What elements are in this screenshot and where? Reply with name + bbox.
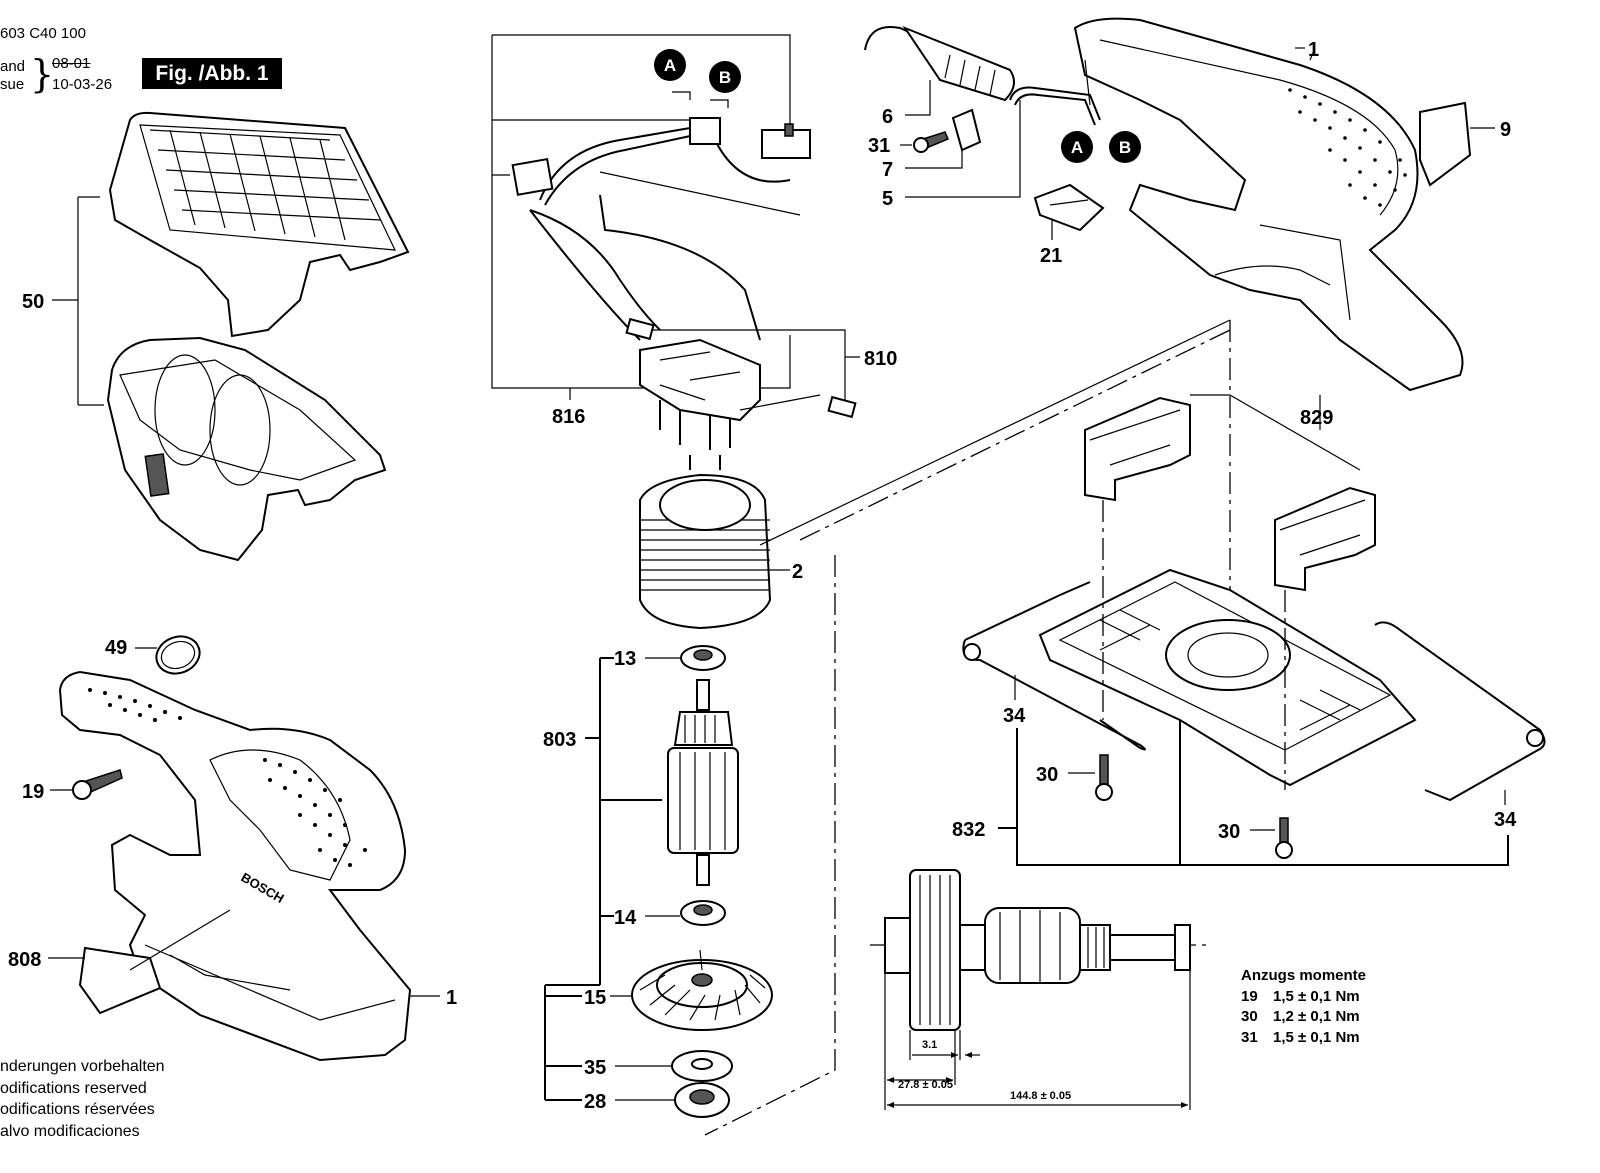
switch-21: [1033, 183, 1105, 240]
part-label-15: 15: [584, 987, 606, 1009]
base-plate: [1038, 568, 1417, 787]
part-label-35: 35: [584, 1057, 606, 1079]
part-label-2: 2: [792, 561, 803, 583]
note-line: odifications reserved: [0, 1079, 147, 1097]
bearing-13: [645, 645, 726, 671]
brace-icon: }: [30, 52, 55, 96]
note-line: alvo modificaciones: [0, 1122, 140, 1140]
cable-clamp-5: [905, 59, 1101, 198]
svg-text:B: B: [719, 68, 731, 87]
label-808: [48, 909, 231, 1015]
leaders-829: [1102, 394, 1361, 790]
strain-relief-7: [905, 108, 982, 169]
part-label-9: 9: [1500, 119, 1511, 141]
dust-box-tray: [106, 336, 387, 562]
suppressor-block: [639, 338, 821, 450]
connector-a-2: A: [1061, 131, 1093, 163]
figure-label: Fig. /Abb. 1: [142, 58, 282, 89]
part-labels: 1 1 2 5 6 7 9 13 14 15 19 21 28 30 30 31…: [8, 39, 1517, 1113]
part-label-832: 832: [952, 819, 985, 841]
power-cable: [864, 25, 1015, 116]
part-label-28: 28: [584, 1091, 606, 1113]
clamp-829-left: [1084, 396, 1191, 502]
connector-b-1: B: [709, 61, 741, 93]
fan-15: [610, 949, 773, 1031]
issue-label: sue: [0, 76, 25, 93]
part-label-34b: 34: [1494, 809, 1517, 831]
leader-lines-50: [52, 196, 104, 406]
armature: [667, 679, 739, 886]
bearing-14: [645, 900, 726, 926]
connector-b-2: B: [1109, 131, 1141, 163]
svg-text:144.8 ± 0.05: 144.8 ± 0.05: [1010, 1090, 1071, 1102]
part-label-808: 808: [8, 949, 41, 971]
part-label-816: 816: [552, 406, 585, 428]
connector-a-1: A: [654, 49, 686, 81]
svg-text:A: A: [1071, 138, 1083, 157]
screw-30-right: [1250, 817, 1293, 859]
wiring-frame: [491, 34, 860, 400]
washer-35: [615, 1050, 733, 1082]
part-label-14: 14: [614, 907, 637, 929]
bracket-832: [998, 720, 1509, 866]
clamp-wire-right: [1374, 621, 1546, 805]
housing-top: [1073, 17, 1464, 392]
modification-notes: nderungen vorbehalten odifications reser…: [0, 1056, 165, 1142]
part-label-49: 49: [105, 637, 127, 659]
svg-text:B: B: [1119, 138, 1131, 157]
screw-30-left: [1068, 754, 1113, 801]
screw-19: [50, 769, 123, 800]
note-line: odifications réservées: [0, 1101, 155, 1118]
stand-label: and: [0, 58, 26, 75]
dashed-axis-armature: [704, 555, 836, 1136]
part-label-19: 19: [22, 781, 44, 803]
stator: [639, 455, 790, 630]
part-label-829: 829: [1300, 407, 1333, 429]
bearing-28: [615, 1082, 730, 1118]
label-9: [1419, 101, 1495, 187]
torque-title: Anzugs momente: [1241, 967, 1367, 984]
part-label-7: 7: [882, 159, 893, 181]
stand-old-date: 08-01: [52, 55, 91, 72]
svg-text:27.8 ± 0.05: 27.8 ± 0.05: [898, 1079, 953, 1091]
leader-stator-housing: [759, 319, 1231, 546]
part-label-30a: 30: [1036, 764, 1058, 786]
svg-text:A: A: [664, 56, 676, 75]
part-label-803: 803: [543, 729, 576, 751]
svg-text:3.1: 3.1: [922, 1039, 937, 1051]
part-label-6: 6: [882, 106, 893, 128]
screw-31: [900, 131, 949, 153]
part-label-50: 50: [22, 291, 44, 313]
dust-box-lid: [108, 111, 410, 338]
part-label-5: 5: [882, 188, 893, 210]
dashed-axis-stator: [799, 329, 1231, 541]
issue-date: 10-03-26: [52, 76, 113, 93]
bracket-803: [544, 657, 662, 1101]
part-label-13: 13: [614, 648, 636, 670]
o-ring-49: [135, 635, 201, 675]
part-label-30b: 30: [1218, 821, 1240, 843]
clamp-829-right: [1274, 486, 1376, 592]
document-number: 603 C40 100: [0, 25, 86, 42]
part-label-21: 21: [1040, 245, 1062, 267]
part-label-34a: 34: [1003, 705, 1026, 727]
part-label-1-top: 1: [1308, 39, 1319, 61]
armature-dimension-drawing: 3.1 27.8 ± 0.05 144.8 ± 0.05: [870, 869, 1210, 1110]
part-label-1-bottom: 1: [446, 987, 457, 1009]
wiring-harness: [511, 117, 857, 419]
clamp-wire-left: [962, 581, 1146, 751]
part-label-31: 31: [868, 135, 890, 157]
note-line: nderungen vorbehalten: [0, 1058, 165, 1075]
part-label-810: 810: [864, 348, 897, 370]
